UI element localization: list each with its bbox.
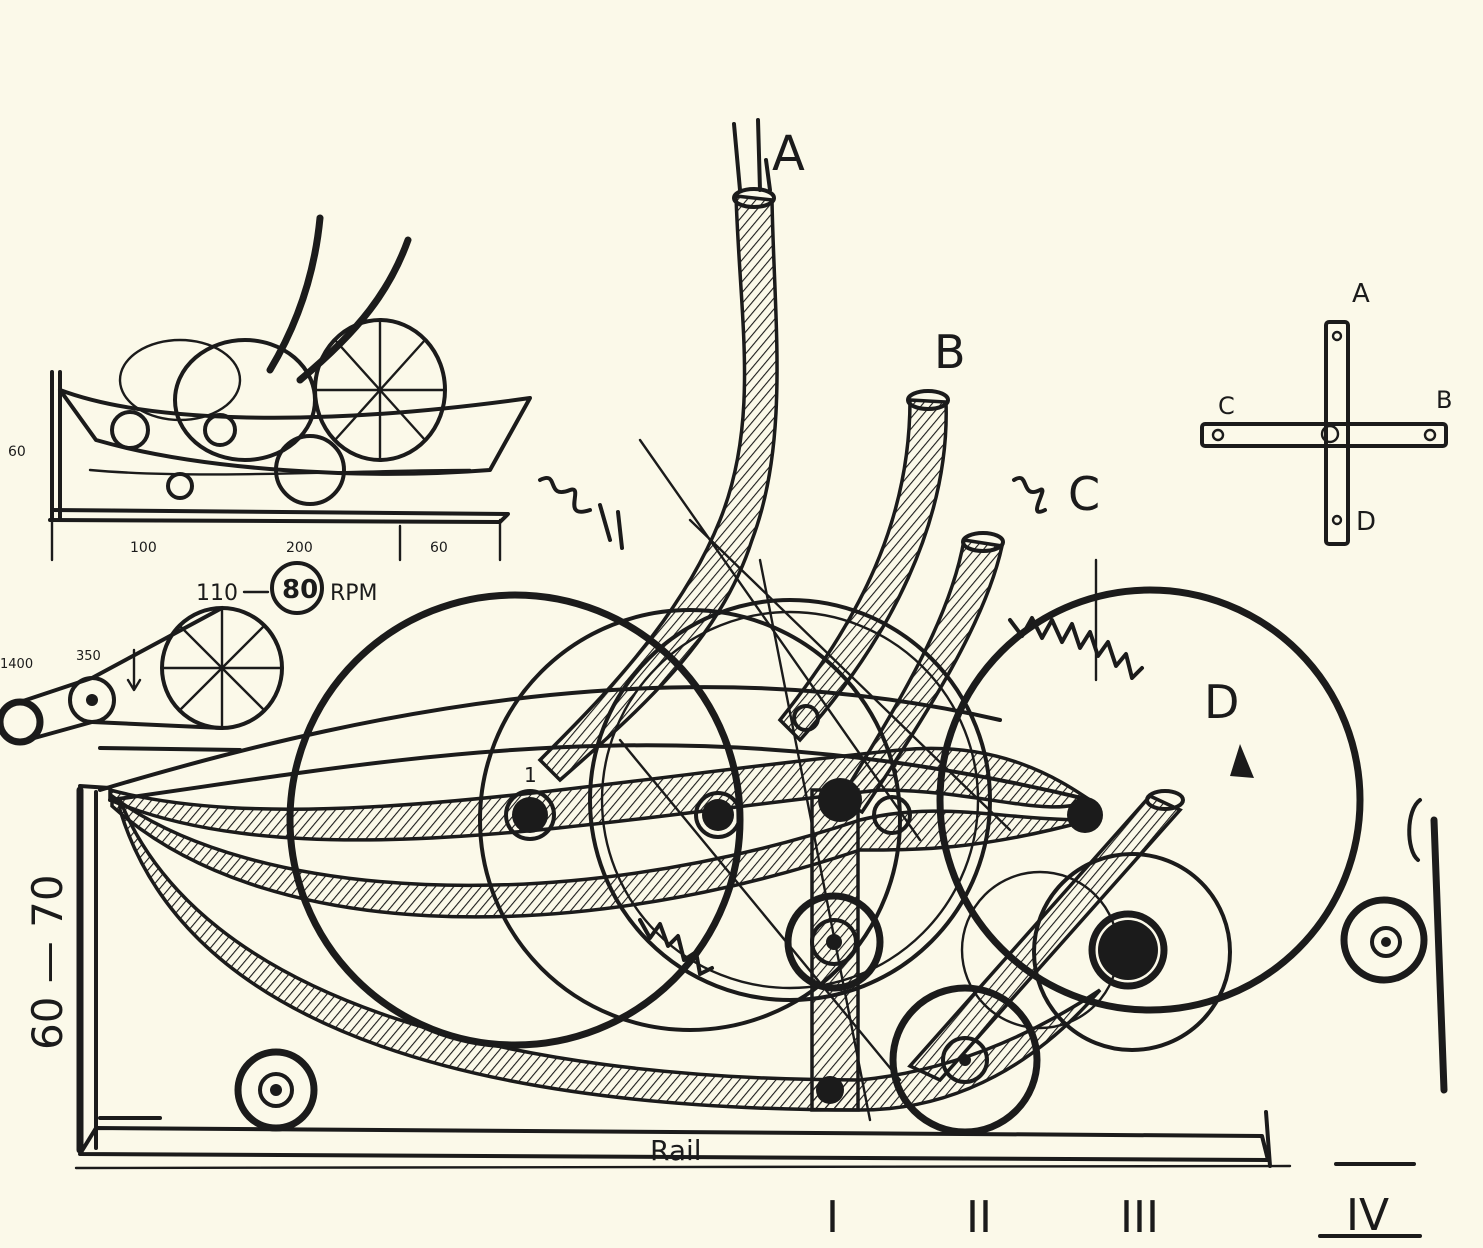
cross-c-label: C: [1218, 392, 1235, 420]
motor-pulley-sketch: [0, 606, 284, 752]
wheel-d-mark: [1230, 744, 1254, 778]
central-post: [810, 788, 860, 1112]
right-pulley: [1340, 798, 1448, 1094]
rpm-high-circle: [270, 561, 324, 615]
motor-2-label: 350: [76, 649, 101, 664]
drive-tube: [907, 793, 1183, 1083]
bottom-wheel: [889, 984, 1041, 1136]
dimension-1-label: 100: [130, 540, 157, 556]
spring-top: [1008, 616, 1144, 680]
dimension-left-label: 60: [8, 444, 26, 460]
rpm-low-label: 110: [196, 581, 238, 606]
scribble-mark-c: [1012, 476, 1047, 514]
dimension-2-label: 200: [286, 540, 313, 556]
bottom-left-wheel: [234, 1048, 318, 1132]
section-3-label: III: [1120, 1192, 1159, 1243]
cross-b-label: B: [1436, 386, 1452, 414]
dimension-3-label: 60: [430, 540, 448, 556]
height-label: 60 — 70: [23, 874, 72, 1050]
tube-c: [837, 538, 1005, 815]
scribble-mark-a: [538, 476, 624, 550]
spring-bottom: [638, 918, 714, 976]
cross-diagram: [1200, 320, 1448, 546]
cross-d-label: D: [1356, 507, 1376, 537]
motor-1-label: 1400: [0, 657, 33, 672]
tube-c-label: C: [1068, 467, 1100, 521]
wheel-d: [936, 586, 1364, 1014]
cross-a-label: A: [1352, 279, 1370, 309]
tube-b-label: B: [934, 325, 966, 379]
lower-right-wheel: [960, 852, 1232, 1052]
hubs: [504, 704, 1103, 1104]
tube-a: [537, 194, 779, 783]
section-4-label: IV: [1346, 1190, 1389, 1241]
tube-a-label: A: [772, 126, 805, 182]
hub-1-label: 1: [524, 763, 537, 787]
section-1-label: I: [826, 1192, 839, 1243]
rpm-unit-label: RPM: [330, 581, 378, 606]
rail-label: Rail: [650, 1134, 702, 1167]
section-2-label: II: [966, 1192, 992, 1243]
tube-b: [777, 398, 948, 743]
main-frame: [74, 784, 1292, 1170]
rpm-high-label: 80: [282, 575, 318, 605]
lower-left-gear: [784, 892, 884, 992]
wheel-d-label: D: [1204, 675, 1239, 729]
arm-band-3: [118, 799, 1102, 1112]
hub-3-label: 3: [886, 757, 899, 781]
thumbnail-machine: [48, 214, 532, 562]
